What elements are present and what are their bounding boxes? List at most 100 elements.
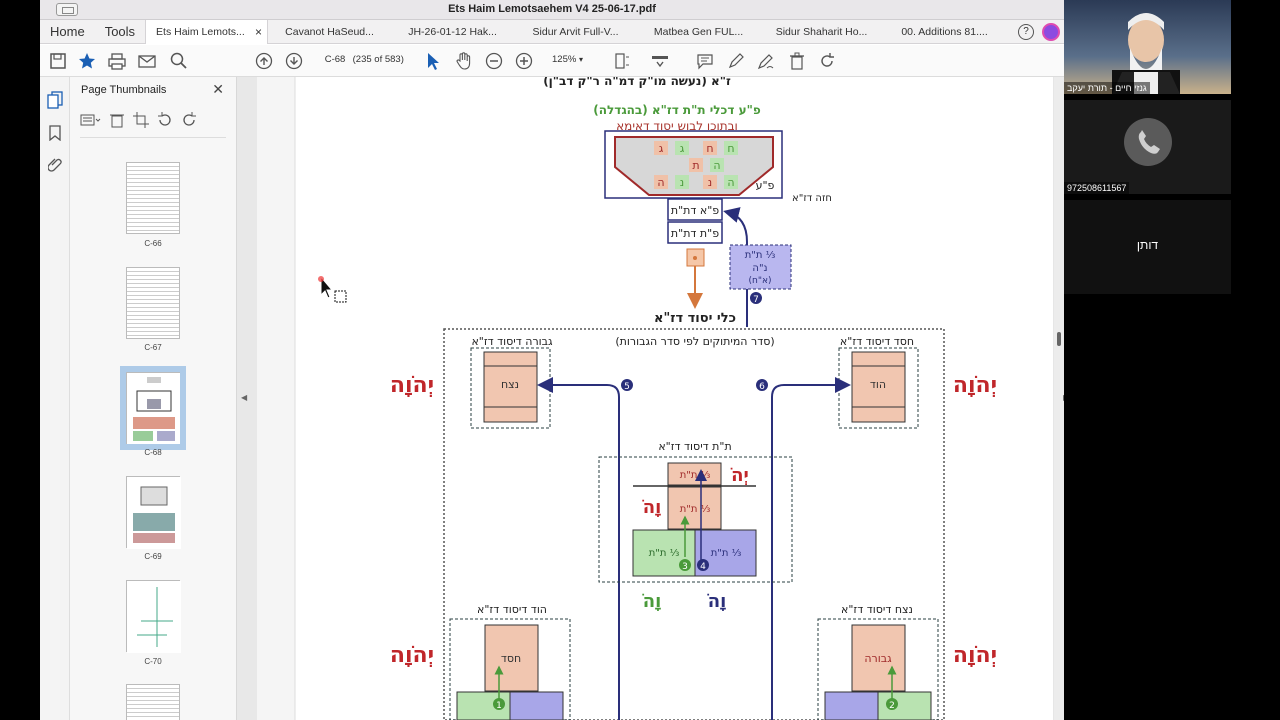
rotate-icon[interactable] [817, 51, 837, 71]
page-thumbnail[interactable] [126, 580, 181, 653]
yesod-frame [443, 328, 945, 720]
document-area: ז"א (נעשה מו"ק דמ"ה ר"ק דב"ן) פ"ע דכלי ת… [257, 77, 1064, 720]
pe-ayin-label: פ"ע [756, 179, 775, 192]
hod-box-label: הוד [870, 378, 886, 391]
thumbnail-tools [80, 111, 198, 131]
blue-arrow-up [723, 207, 748, 327]
pa-tat-box [667, 198, 723, 221]
zoom-select[interactable]: 125% ▾ [552, 54, 583, 65]
tab-label: Ets Haim Lemots... [156, 25, 245, 38]
tab-document-7[interactable]: 00. Additions 81.... [901, 25, 988, 38]
mail-icon[interactable] [137, 51, 157, 71]
svg-text:ת: ת [692, 159, 699, 172]
num-5-marker [621, 379, 633, 391]
thumbnails-icon[interactable] [47, 91, 63, 109]
netzach-box [483, 351, 538, 423]
thumbnail-preview [127, 477, 181, 549]
sign-icon[interactable] [756, 51, 776, 71]
top-green-title: פ"ע דכלי ת"ת דז"א (בהגדלה) [593, 103, 761, 117]
page-thumbnail-selected[interactable] [120, 366, 186, 450]
vertical-scrollbar[interactable] [1054, 77, 1064, 720]
num-2-marker [886, 698, 898, 710]
thumbnail-label: C-70 [144, 657, 162, 666]
scrollbar-thumb[interactable] [1057, 332, 1061, 346]
participant-tile-phone[interactable]: 972508611567 [1064, 100, 1231, 194]
page-thumbnail[interactable] [126, 476, 181, 549]
tat-yesod-label: ת"ת דיסוד דז"א [658, 440, 731, 453]
menu-home[interactable]: Home [50, 24, 85, 39]
tab-document-5[interactable]: Matbea Gen FUL... [653, 25, 744, 38]
next-page-icon[interactable] [284, 51, 304, 71]
hesed-box-label: חסד [501, 652, 521, 665]
yud-he-label: יְהֹ [730, 465, 749, 486]
rotate-right-icon[interactable] [180, 111, 198, 131]
num-4: 4 [700, 562, 706, 572]
tab-bar: Home Tools Ets Haim Lemots... × Cavanot H… [40, 19, 1064, 44]
page-header: ז"א (נעשה מו"ק דמ"ה ר"ק דב"ן) [543, 77, 731, 88]
svg-text:ה: ה [727, 176, 734, 189]
star-icon[interactable] [77, 51, 97, 71]
hand-tool-icon[interactable] [454, 51, 474, 71]
num-6: 6 [759, 382, 765, 392]
participant-tile-name[interactable]: דותן [1064, 200, 1231, 294]
hod-frame [449, 618, 571, 720]
thumbnail-preview [127, 373, 181, 445]
crop-icon[interactable] [132, 111, 150, 131]
left-rail [40, 77, 70, 720]
highlight-pen-icon[interactable] [726, 51, 746, 71]
profile-avatar[interactable] [1042, 23, 1060, 41]
help-icon[interactable]: ? [1018, 24, 1034, 40]
tab-document-3[interactable]: JH-26-01-12 Hak... [408, 25, 497, 38]
delete-icon[interactable] [787, 51, 807, 71]
page-layout-icon[interactable] [612, 51, 632, 71]
num-7-marker [750, 292, 762, 304]
route-6 [771, 377, 851, 720]
haze-label: חזה דז"א [792, 193, 832, 204]
pdf-page: ז"א (נעשה מו"ק דמ"ה ר"ק דב"ן) פ"ע דכלי ת… [257, 77, 1053, 720]
tat-mid-label: ⅓ ת"ת [680, 504, 711, 515]
attachment-icon[interactable] [47, 157, 62, 173]
svg-text:ג: ג [680, 142, 685, 155]
comment-icon[interactable] [695, 51, 715, 71]
search-icon[interactable] [169, 51, 189, 71]
rotate-left-icon[interactable] [156, 111, 174, 131]
tat-purple-label: ⅓ ת"ת [711, 548, 742, 559]
panel-close-icon[interactable]: ✕ [212, 81, 224, 97]
page-number-input[interactable]: C-68 [324, 54, 346, 65]
top-red-title: ובתוכו לבוש יסוד דאימא [616, 119, 738, 133]
hesed-box [484, 624, 539, 692]
participant-video [1112, 13, 1180, 94]
page-thumbnail[interactable] [126, 162, 180, 234]
tat-mid-box [667, 486, 722, 530]
tab-document-6[interactable]: Sidur Shaharit Ho... [775, 25, 868, 38]
page-indicator: C-68 (235 of 583) [320, 54, 404, 65]
save-icon[interactable] [48, 51, 68, 71]
options-menu-icon[interactable] [80, 111, 102, 131]
tab-document-1[interactable]: Ets Haim Lemots... × [145, 19, 269, 44]
zoom-out-icon[interactable] [484, 51, 504, 71]
vav-he-blue-label: וָהֹ [707, 591, 727, 612]
page-thumbnail[interactable] [126, 684, 180, 720]
print-icon[interactable] [107, 51, 127, 71]
select-cursor-icon[interactable] [423, 51, 443, 71]
vav-he-red-label: וָהֹ [642, 497, 662, 518]
splitter[interactable] [237, 77, 257, 720]
sidebar-toggle-button[interactable] [56, 3, 78, 16]
pt-tat-box [667, 221, 723, 244]
menu-tools[interactable]: Tools [104, 24, 136, 39]
extract-icon[interactable] [650, 51, 670, 71]
thumbnail-label: C-67 [144, 343, 162, 352]
purple-text-3: (א"ח) [748, 276, 771, 286]
bookmark-icon[interactable] [49, 125, 61, 142]
purple-text-2: נ"ה [752, 263, 767, 274]
tab-close-icon[interactable]: × [255, 24, 263, 39]
participant-tile-video[interactable]: גנזי חיים - תורת יעקב [1064, 0, 1231, 94]
prev-page-icon[interactable] [254, 51, 274, 71]
num-4-marker [697, 559, 709, 571]
tab-document-4[interactable]: Sidur Arvit Full-V... [532, 25, 619, 38]
collapse-left-icon[interactable]: ◀ [241, 393, 248, 402]
page-thumbnail[interactable] [126, 267, 180, 339]
zoom-in-icon[interactable] [514, 51, 534, 71]
tab-document-2[interactable]: Cavanot HaSeud... [285, 25, 374, 38]
trash-icon[interactable] [108, 111, 126, 131]
